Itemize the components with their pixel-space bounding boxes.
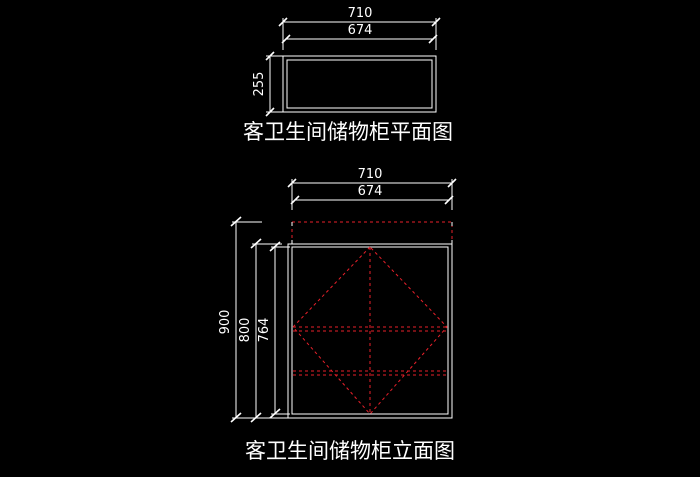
- elev-dim-outer-width: 710: [287, 167, 457, 210]
- plan-caption: 客卫生间储物柜平面图: [243, 120, 453, 144]
- plan-cabinet-outer: [282, 55, 437, 113]
- elev-dim-total-height: 900: [218, 216, 288, 423]
- plan-view: 710 674 255 客卫生间储物柜平面图: [243, 6, 453, 144]
- plan-dim-inner-width: 674: [281, 23, 438, 44]
- elev-body-height-label: 800: [238, 318, 253, 343]
- plan-outer-width-label: 710: [348, 6, 373, 21]
- elev-hidden-top-panel: [291, 221, 453, 245]
- plan-dim-depth: 255: [252, 51, 283, 117]
- elev-inner-height-label: 764: [257, 318, 272, 343]
- elev-dim-inner-height: 764: [257, 241, 290, 419]
- plan-cabinet-inner: [286, 59, 433, 109]
- elev-total-height-label: 900: [218, 310, 233, 335]
- elev-caption: 客卫生间储物柜立面图: [245, 439, 455, 463]
- plan-depth-label: 255: [252, 72, 267, 97]
- elev-dim-inner-width: 674: [290, 184, 454, 205]
- elev-outer-width-label: 710: [358, 167, 383, 182]
- elev-inner-width-label: 674: [358, 184, 383, 199]
- elev-cabinet-outer: [287, 243, 453, 419]
- plan-inner-width-label: 674: [348, 23, 373, 38]
- plan-dim-outer-width: 710: [278, 6, 441, 50]
- elevation-view: 710 674 900 800: [218, 167, 457, 463]
- elev-hidden-lines: [292, 246, 448, 415]
- elev-dim-body-height: 800: [238, 238, 282, 423]
